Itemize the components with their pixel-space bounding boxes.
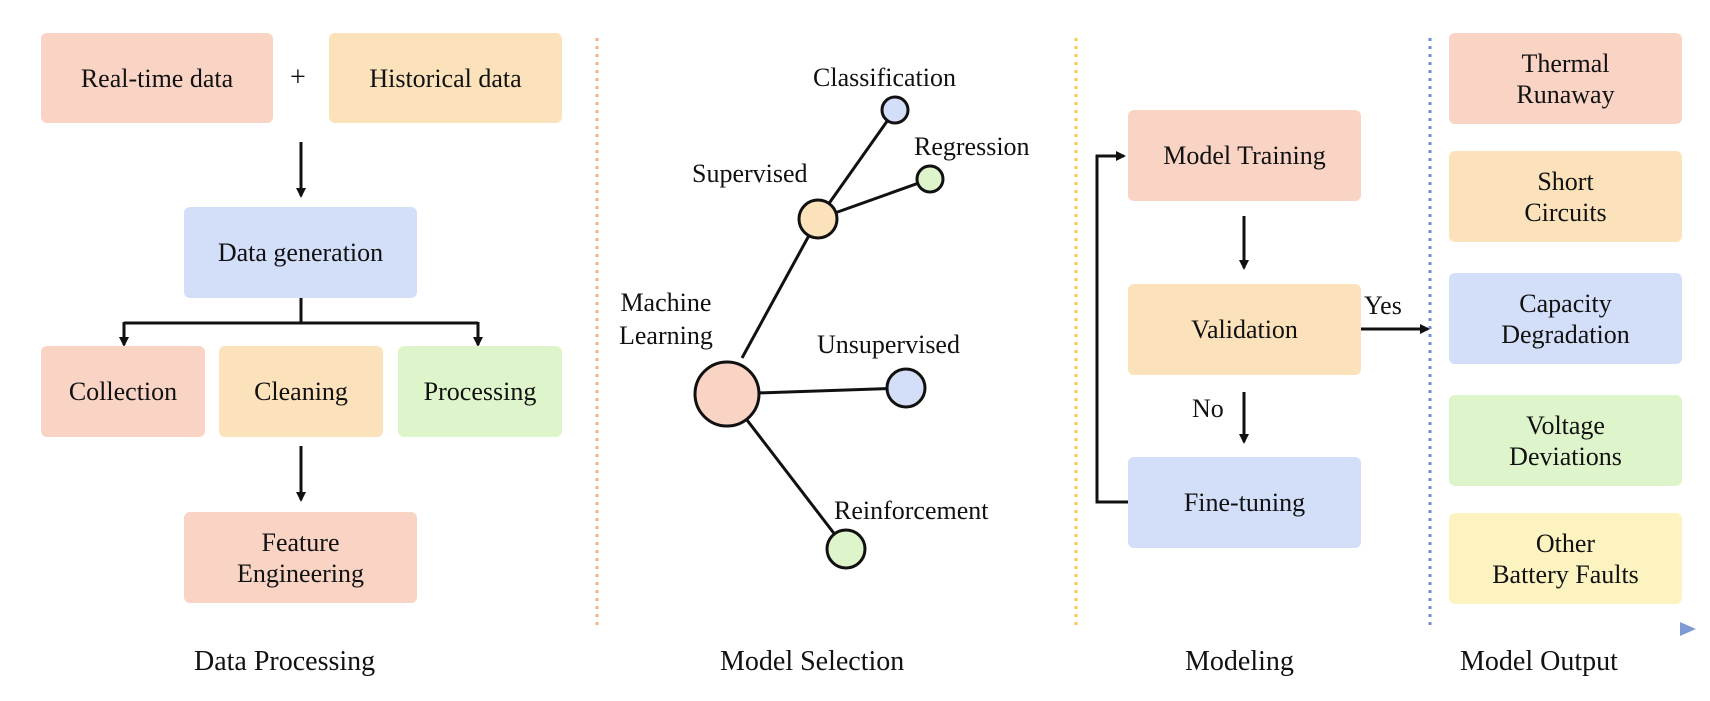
stage-data-processing: Data Processing xyxy=(194,646,376,677)
feature-engineering-box: Feature Engineering xyxy=(184,512,417,603)
output-voltage-deviations: Voltage Deviations xyxy=(1449,395,1682,486)
edge-supervised-classification xyxy=(816,109,897,220)
output-thermal-runaway: Thermal Runaway xyxy=(1449,33,1682,124)
node-reinforcement xyxy=(825,528,867,570)
feature-engineering-line2: Engineering xyxy=(236,558,365,588)
output-line2: Battery Faults xyxy=(1492,559,1639,589)
edge-ml-supervised xyxy=(740,218,820,359)
stage-modeling: Modeling xyxy=(1185,646,1294,677)
node-classification xyxy=(880,95,910,125)
output-line2: Runaway xyxy=(1516,79,1615,109)
yes-label: Yes xyxy=(1364,291,1402,320)
historical-data-box: Historical data xyxy=(329,33,562,123)
stage-model-output: Model Output xyxy=(1460,646,1618,677)
output-short-circuits: Short Circuits xyxy=(1449,151,1682,242)
machine-learning-label: Machine Learning xyxy=(619,286,713,352)
collection-box: Collection xyxy=(41,346,205,437)
node-machine-learning xyxy=(693,360,761,428)
processing-box: Processing xyxy=(398,346,562,437)
output-line1: Other xyxy=(1535,528,1596,558)
realtime-data-box: Real-time data xyxy=(41,33,273,123)
stage-model-selection: Model Selection xyxy=(720,646,905,677)
classification-label: Classification xyxy=(813,63,956,92)
node-regression xyxy=(915,164,945,194)
fine-tuning-box: Fine-tuning xyxy=(1128,457,1361,548)
output-line1: Capacity xyxy=(1519,288,1612,318)
model-training-box: Model Training xyxy=(1128,110,1361,201)
output-line1: Short xyxy=(1537,166,1594,196)
reinforcement-label: Reinforcement xyxy=(834,496,989,525)
machine-learning-label-line2: Learning xyxy=(619,321,713,350)
output-other-battery-faults: Other Battery Faults xyxy=(1449,513,1682,604)
output-line2: Circuits xyxy=(1524,197,1607,227)
validation-box: Validation xyxy=(1128,284,1361,375)
no-label: No xyxy=(1192,394,1224,423)
output-line2: Degradation xyxy=(1501,319,1630,349)
output-line1: Voltage xyxy=(1526,410,1605,440)
output-line1: Thermal xyxy=(1521,48,1610,78)
supervised-label: Supervised xyxy=(692,159,808,188)
regression-label: Regression xyxy=(914,132,1030,161)
plus-sign: + xyxy=(290,62,306,93)
node-unsupervised xyxy=(885,367,927,409)
data-generation-box: Data generation xyxy=(184,207,417,298)
output-line2: Deviations xyxy=(1509,441,1622,471)
node-supervised xyxy=(797,198,839,240)
cleaning-box: Cleaning xyxy=(219,346,383,437)
feedback-loop-arrow xyxy=(1095,151,1128,504)
unsupervised-label: Unsupervised xyxy=(817,330,960,359)
feature-engineering-line1: Feature xyxy=(261,527,340,557)
output-capacity-degradation: Capacity Degradation xyxy=(1449,273,1682,364)
machine-learning-label-line1: Machine xyxy=(620,288,712,317)
